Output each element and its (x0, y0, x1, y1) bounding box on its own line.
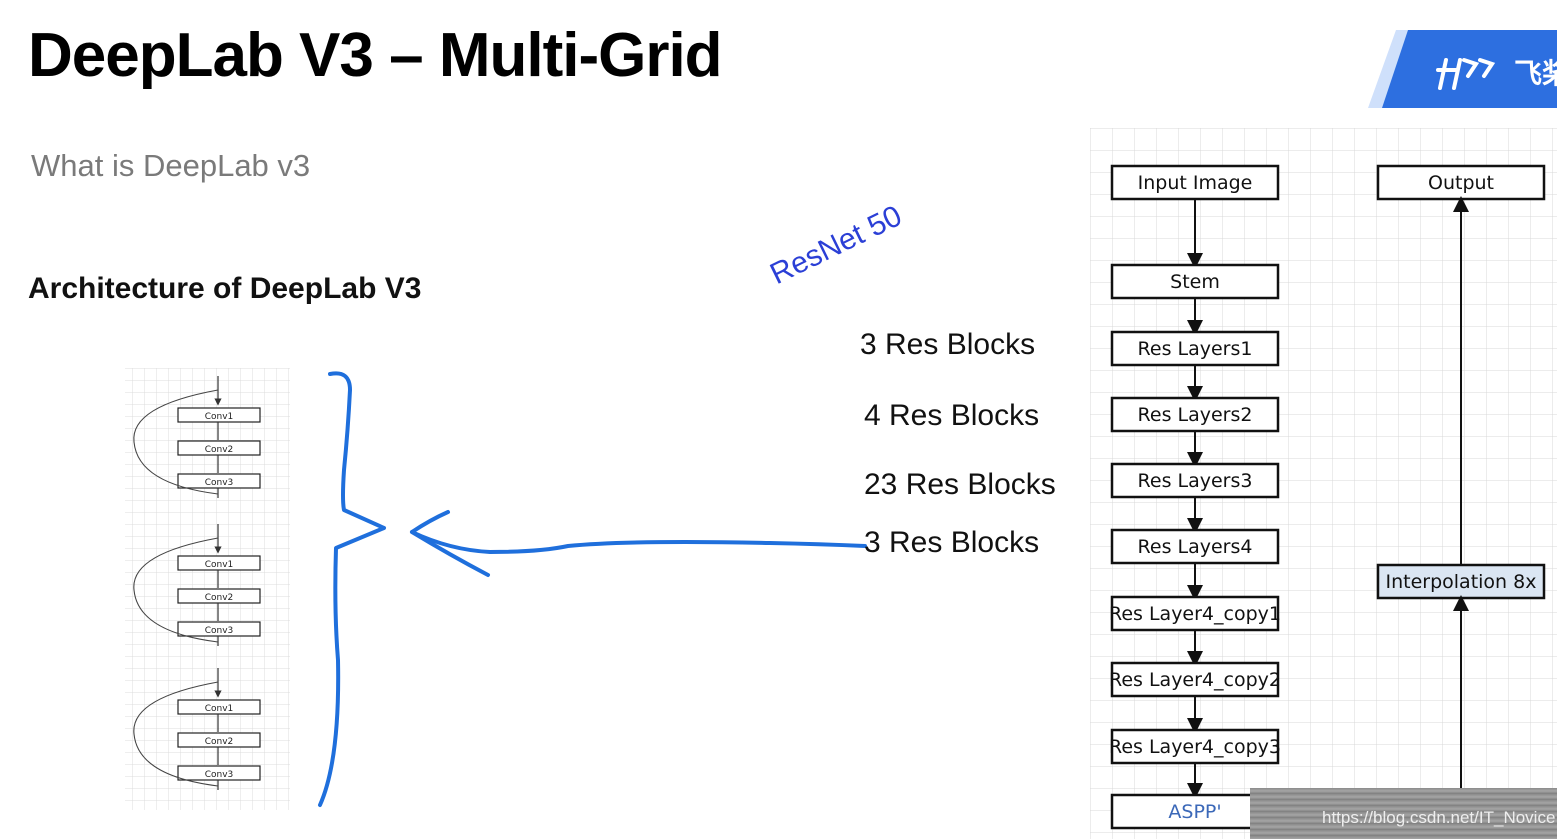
conv-box (177, 699, 261, 715)
arrow-head-icon (410, 510, 490, 577)
conv-label: Conv1 (205, 412, 234, 422)
slide-subtitle: What is DeepLab v3 (31, 148, 311, 183)
conv-label: Conv3 (205, 626, 234, 636)
flow-box-label: Res Layers2 (1138, 404, 1253, 426)
conv-box (177, 765, 261, 781)
conv-box (177, 621, 261, 637)
conv-label: Conv2 (205, 593, 234, 603)
interpolation-box (1376, 563, 1546, 600)
flow-box-label: ASPP' (1168, 801, 1221, 823)
skip-connection (133, 537, 219, 643)
conv-box (177, 440, 261, 456)
flow-box (1110, 396, 1280, 433)
flow-box (1110, 528, 1280, 565)
conv-box (177, 407, 261, 423)
conv-label: Conv3 (205, 770, 234, 780)
flow-box-label: Res Layer4_copy1 (1109, 603, 1281, 625)
flow-box-label: Res Layers3 (1138, 470, 1253, 492)
conv-label: Conv3 (205, 478, 234, 488)
conv-box (177, 473, 261, 489)
output-label: Output (1428, 172, 1494, 194)
flow-box-label: Res Layers4 (1138, 536, 1253, 558)
flow-box-label: Res Layers1 (1138, 338, 1253, 360)
flow-box-label: Res Layer4_copy3 (1109, 736, 1281, 758)
res-block-label-1: 3 Res Blocks (860, 328, 1036, 361)
flow-box-label: Stem (1170, 271, 1220, 293)
res-block-label-4: 3 Res Blocks (864, 526, 1040, 559)
conv-box (177, 588, 261, 604)
curly-brace (318, 371, 386, 807)
watermark-url: https://blog.csdn.net/IT_Novice (1322, 808, 1556, 827)
res-block-label-3: 23 Res Blocks (864, 468, 1056, 501)
hand-drawn-brace-arrow (318, 371, 867, 807)
flow-box-label: Input Image (1138, 172, 1253, 194)
conv-box (177, 732, 261, 748)
skip-connection (133, 681, 219, 787)
paddle-mark-icon (1436, 58, 1496, 90)
conv-label: Conv2 (205, 445, 234, 455)
resnet-annotation: ResNet 50 (765, 199, 907, 292)
skip-connection (133, 389, 219, 495)
video-thumbnail-strip (1250, 788, 1557, 839)
paddle-logo: 飞桨 (1368, 30, 1557, 108)
section-heading: Architecture of DeepLab V3 (28, 272, 422, 305)
conv-label: Conv1 (205, 704, 234, 714)
arrow-shaft (410, 530, 867, 555)
slide-title: DeepLab V3 – Multi-Grid (28, 21, 723, 90)
flow-box-label: Res Layer4_copy2 (1109, 669, 1281, 691)
conv-label: Conv1 (205, 560, 234, 570)
conv-label: Conv2 (205, 737, 234, 747)
res-block-label-2: 4 Res Blocks (864, 399, 1040, 432)
interpolation-label: Interpolation 8x (1386, 571, 1537, 593)
residual-blocks-diagram: Conv1Conv2Conv3Conv1Conv2Conv3Conv1Conv2… (125, 368, 290, 810)
logo-text: 飞桨 (1514, 57, 1557, 90)
conv-box (177, 555, 261, 571)
flow-box (1110, 462, 1280, 499)
flow-box (1110, 330, 1280, 367)
